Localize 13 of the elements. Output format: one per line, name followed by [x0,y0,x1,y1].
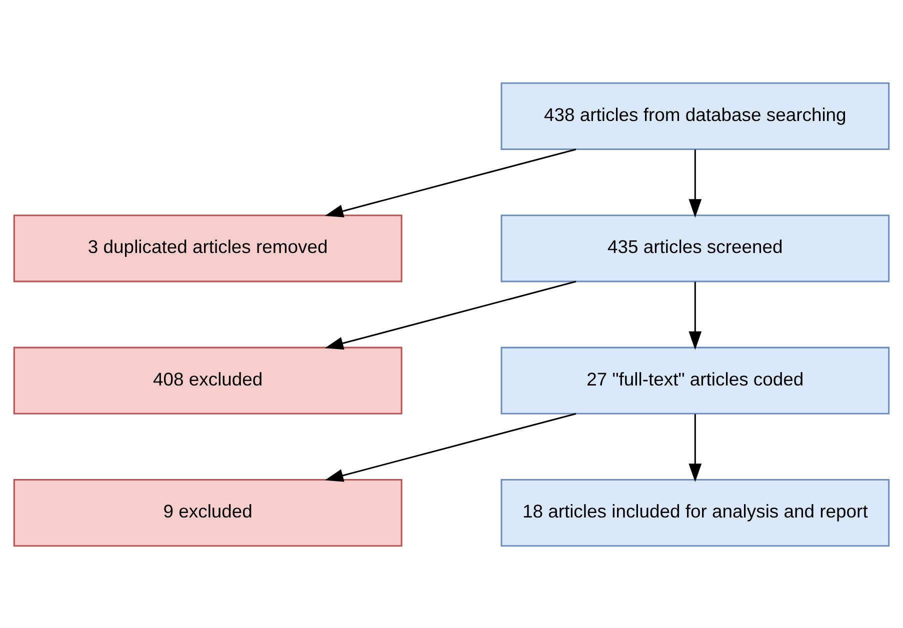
node-box: 18 articles included for analysis and report [500,478,890,546]
node-box: 438 articles from database searching [500,82,890,150]
arrow [324,148,576,217]
arrow [688,414,702,482]
node-box: 408 excluded [13,346,402,414]
arrow [688,149,702,218]
node-box: 3 duplicated articles removed [13,214,402,282]
node-box: 435 articles screened [500,214,890,282]
arrow [324,280,576,350]
node-box: 27 "full-text" articles coded [500,346,890,414]
arrow [688,281,702,350]
node-box: 9 excluded [13,478,402,546]
arrow [324,412,576,482]
